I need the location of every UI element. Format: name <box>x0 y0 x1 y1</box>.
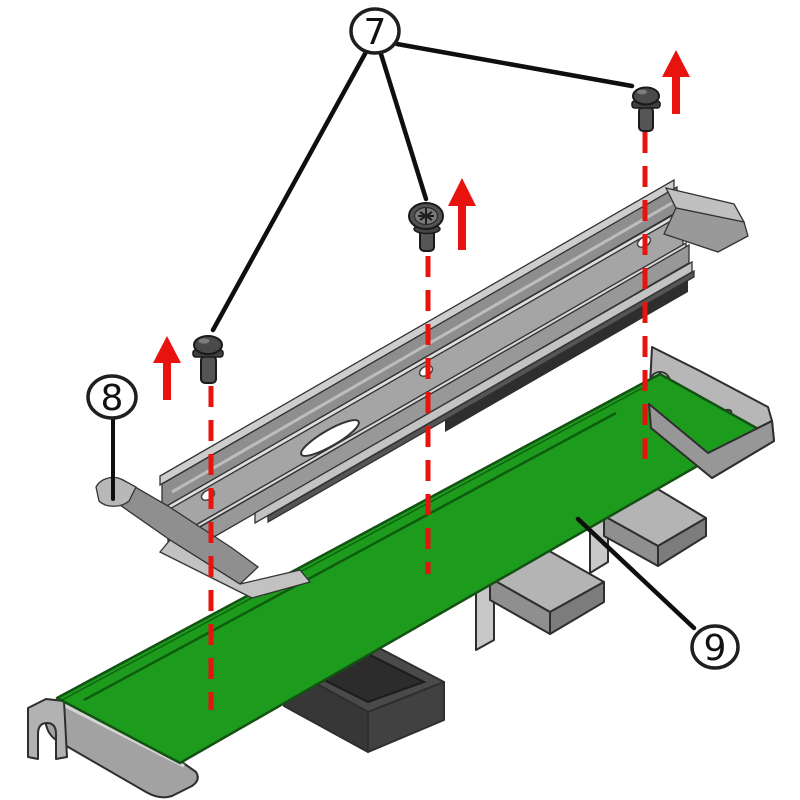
bracket-hook <box>27 698 68 760</box>
alignment-dashed-lines <box>208 132 648 710</box>
arrow-shaft <box>163 358 171 400</box>
callout-9: 9 <box>690 624 740 670</box>
screw-right <box>631 86 661 132</box>
callout-9-label: 9 <box>704 628 727 669</box>
arrow-head <box>662 50 690 77</box>
screws-part-7 <box>192 86 661 384</box>
arrow-head <box>153 336 181 363</box>
red-up-arrows <box>153 50 690 400</box>
foot-ledge-side <box>549 581 605 635</box>
rail-bottom-edge <box>267 269 695 524</box>
end-plate-front-wall-overlay <box>648 403 775 479</box>
callout-9-circle <box>690 624 740 670</box>
leader-9-to-board <box>575 516 697 631</box>
foot-ledge-side <box>657 517 707 567</box>
screw-head <box>632 86 660 106</box>
screw-left <box>192 335 224 384</box>
callout-leader-lines <box>111 41 697 631</box>
screw-head <box>193 335 223 355</box>
printhead-bracket-assembly <box>27 346 775 799</box>
screw-shank <box>638 106 654 132</box>
printhead-element-line <box>83 411 617 702</box>
bracket-left-channel <box>27 698 199 799</box>
rail-oval-slot <box>300 419 360 457</box>
callout-8-label: 8 <box>101 378 124 419</box>
leader-7-to-middle-screw <box>378 51 429 202</box>
metal-rail-part-8 <box>95 178 749 599</box>
bracket-front-face <box>44 698 199 799</box>
callout-7-circle <box>349 7 401 55</box>
pcb-top-edge-shadow <box>61 384 649 701</box>
callout-7-label: 7 <box>364 12 387 53</box>
callout-8-circle <box>86 374 138 420</box>
arrow-head <box>448 178 476 206</box>
callout-7: 7 <box>349 7 401 55</box>
up-arrow-right <box>662 50 690 114</box>
leader-7-to-right-screw <box>394 41 635 89</box>
callout-8: 8 <box>86 374 138 420</box>
leader-7-to-left-screw <box>210 49 369 333</box>
up-arrow-left <box>153 336 181 400</box>
up-arrow-middle <box>448 178 476 250</box>
screw-head-highlight <box>198 338 210 344</box>
rail-under-shadow <box>445 280 688 432</box>
connector-side <box>367 681 445 753</box>
arrow-shaft <box>672 72 680 114</box>
rail-left-lip <box>95 476 137 507</box>
screw-head-highlight <box>637 89 647 95</box>
rail-back-wall-highlight <box>171 201 673 494</box>
rail-right-ledge-front <box>663 207 749 253</box>
rail-left-end-step <box>158 539 312 599</box>
arrow-shaft <box>458 202 466 250</box>
screw-shank <box>200 355 217 384</box>
screw-recess-star <box>418 208 434 224</box>
screw-middle <box>408 202 444 252</box>
